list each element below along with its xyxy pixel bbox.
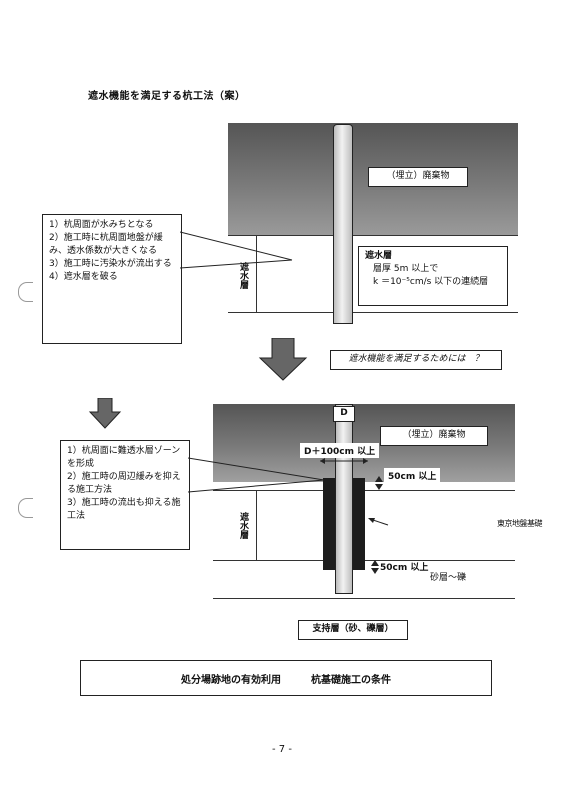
barrier-box-line1: 層厚 5m 以上で: [373, 264, 439, 275]
page-title: 遮水機能を満足する杭工法（案）: [88, 91, 246, 102]
boundary-line: [228, 312, 518, 313]
binder-hole: [18, 282, 33, 302]
solution-item: 3）施工時の流出も抑える施工法: [67, 498, 181, 522]
pile-diameter-label: D: [333, 406, 355, 422]
barrier-dimension-line: [256, 236, 257, 312]
waste-label-top: （埋立）廃棄物: [368, 167, 468, 187]
support-layer-label: 支持層（砂、礫層）: [298, 620, 408, 640]
zone-width-label: D＋100cm 以上: [300, 443, 380, 458]
pointer-arrow-icon: [368, 518, 389, 526]
problem-item: 2）施工時に杭周面地盤が緩み、透水係数が大きくなる: [49, 233, 163, 257]
waste-label-bottom: （埋立）廃棄物: [380, 426, 488, 446]
down-arrow-icon: [258, 338, 308, 381]
solution-item: 2）施工時の周辺緩みを抑える施工方法: [67, 472, 181, 496]
pile-bottom: [335, 404, 353, 594]
company-stamp: 東京地盤基礎: [497, 519, 543, 528]
sand-layer-label: 砂層～礫: [430, 573, 467, 583]
barrier-dimension-line: [256, 491, 257, 560]
binder-hole: [18, 498, 33, 518]
barrier-info-box: 遮水層 層厚 5m 以上で k ＝10⁻⁵cm/s 以下の連続層: [358, 246, 508, 306]
pile-top: [333, 124, 353, 324]
problem-item: 1）杭周面が水みちとなる: [49, 220, 154, 230]
problem-item: 4）遮水層を破る: [49, 272, 118, 283]
caption-box: 処分場跡地の有効利用 杭基礎施工の条件: [80, 660, 492, 696]
bottom-margin-label: 50cm 以上: [380, 563, 429, 573]
question-box: 遮水機能を満足するためには ？: [330, 350, 502, 370]
bottom-margin-arrow: [371, 560, 379, 574]
barrier-box-line2: k ＝10⁻⁵cm/s 以下の連続層: [373, 277, 489, 288]
top-margin-arrow: [375, 476, 383, 490]
boundary-line: [213, 598, 515, 599]
barrier-side-label-top: 遮水層: [238, 262, 249, 289]
callout-pointer: [180, 231, 293, 269]
problem-item: 3）施工時に汚染水が流出する: [49, 259, 172, 270]
top-margin-label: 50cm 以上: [384, 468, 441, 483]
width-dimension-arrow: [320, 458, 368, 464]
barrier-box-title: 遮水層: [365, 251, 393, 261]
problems-box: 1）杭周面が水みちとなる 2）施工時に杭周面地盤が緩み、透水係数が大きくなる 3…: [42, 214, 182, 344]
solutions-box: 1）杭周面に難透水層ゾーンを形成 2）施工時の周辺緩みを抑える施工方法 3）施工…: [60, 440, 190, 550]
boundary-line: [228, 235, 518, 236]
page-number: - 7 -: [272, 744, 292, 755]
caption-right: 杭基礎施工の条件: [311, 674, 391, 686]
barrier-side-label-bottom: 遮水層: [238, 512, 249, 539]
solution-item: 1）杭周面に難透水層ゾーンを形成: [67, 446, 181, 470]
callout-pointer: [188, 457, 325, 493]
down-arrow-icon: [88, 398, 122, 429]
caption-left: 処分場跡地の有効利用: [181, 674, 281, 686]
